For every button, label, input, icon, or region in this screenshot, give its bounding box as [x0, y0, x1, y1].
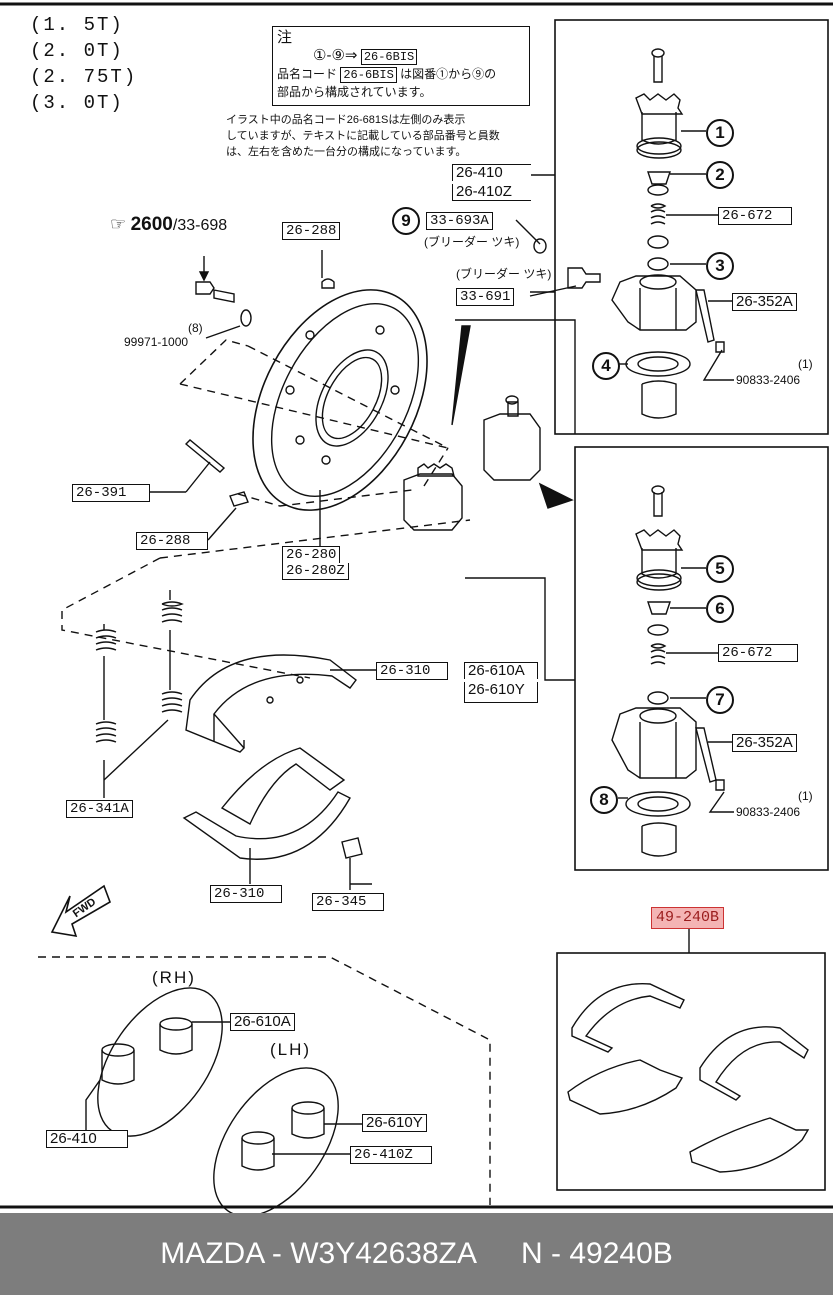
part-label-26-280z[interactable]: 26-280Z	[282, 563, 349, 580]
bleeder-note-1: (ブリーダー ツキ)	[424, 235, 520, 249]
detail-box-shoe-kit	[556, 952, 826, 1191]
part-label-26-410-rh[interactable]: 26-410	[46, 1130, 128, 1148]
bleeder-note-2: (ブリーダー ツキ)	[456, 267, 552, 281]
adjuster-clip	[341, 837, 363, 890]
note-refs: ①-⑨⇒	[313, 47, 358, 64]
tonnage-item: (2. 0T)	[30, 40, 124, 62]
part-label-26-410[interactable]: 26-410	[452, 164, 531, 181]
note-title: 注	[277, 29, 293, 46]
footer-part-number: N - 49240B	[521, 1237, 673, 1270]
pointing-hand-icon: ☞	[110, 214, 127, 234]
tonnage-item: (1. 5T)	[30, 14, 124, 36]
note-line2-prefix: 品名コード	[277, 67, 338, 81]
brake-shoe-lower	[182, 747, 351, 884]
note-line3: 部品から構成されています。	[277, 85, 432, 99]
note-code-1: 26-6BIS	[360, 49, 418, 65]
quantity-1-mid: (1)	[798, 789, 813, 803]
part-label-26-610a-rh[interactable]: 26-610A	[230, 1013, 295, 1031]
backing-plate	[252, 250, 428, 511]
part-label-26-352a[interactable]: 26-352A	[732, 293, 797, 311]
part-label-26-352a-mid[interactable]: 26-352A	[732, 734, 797, 752]
tonnage-list: (1. 5T) (2. 0T) (2. 75T) (3. 0T)	[30, 12, 137, 116]
part-label-33-693a[interactable]: 33-693A	[426, 212, 493, 230]
dashed-assembly-guides	[38, 339, 491, 1205]
fwd-arrow	[50, 884, 111, 938]
callout-4: 4	[592, 352, 620, 380]
note-line2-suffix: は図番①から⑨の	[400, 67, 497, 81]
section-reference[interactable]: ☞ 2600/33-698	[110, 214, 228, 235]
tonnage-item: (2. 75T)	[30, 66, 138, 88]
part-label-26-610y-lh[interactable]: 26-610Y	[362, 1114, 427, 1132]
note-sub-line: は、左右を含めた一台分の構成になっています。	[226, 146, 467, 158]
footer-model-code: MAZDA - W3Y42638ZA	[160, 1237, 477, 1270]
part-label-26-341a[interactable]: 26-341A	[66, 800, 133, 818]
part-label-26-672-mid[interactable]: 26-672	[718, 644, 798, 662]
note-sub-line: イラスト中の品名コード26-681Sは左側のみ表示	[226, 114, 466, 126]
part-label-26-410z-lh[interactable]: 26-410Z	[350, 1146, 432, 1164]
wheel-cylinder-small	[403, 395, 541, 531]
part-label-26-288-lower[interactable]: 26-288	[136, 532, 208, 550]
quantity-1: (1)	[798, 357, 813, 371]
tonnage-item: (3. 0T)	[30, 92, 124, 114]
section-ref-bold: 2600	[130, 214, 173, 235]
detail-box-mid	[574, 446, 829, 871]
part-label-26-288[interactable]: 26-288	[282, 222, 341, 240]
part-label-49-240b-highlighted[interactable]: 49-240B	[651, 907, 725, 929]
lh-group	[213, 1067, 362, 1213]
footer-bar: MAZDA - W3Y42638ZA N - 49240B	[0, 1213, 833, 1295]
rh-caption: (RH)	[152, 968, 196, 987]
callout-3: 3	[706, 252, 734, 280]
note-code-2: 26-6BIS	[340, 67, 397, 83]
shoe-kit-illustration	[567, 983, 810, 1173]
part-label-33-691[interactable]: 33-691	[456, 288, 515, 306]
brake-shoe-upper	[185, 654, 376, 753]
callout-9: 9	[392, 207, 420, 235]
note-box: 注 ①-⑨⇒ 26-6BIS 品名コード 26-6BIS は図番①から⑨の 部品…	[272, 26, 530, 106]
part-number-90833-2406-mid[interactable]: 90833-2406	[736, 805, 801, 819]
callout-2: 2	[706, 161, 734, 189]
callout-5: 5	[706, 555, 734, 583]
lh-caption: (LH)	[270, 1040, 312, 1059]
part-label-26-310[interactable]: 26-310	[376, 662, 448, 680]
part-label-26-610y[interactable]: 26-610Y	[464, 682, 538, 703]
part-label-26-391[interactable]: 26-391	[72, 484, 150, 502]
wheel-cylinder-exploded-top	[567, 48, 734, 419]
part-number-99971-1000[interactable]: 99971-1000	[124, 335, 189, 349]
detail-box-top	[554, 19, 829, 435]
part-label-26-280[interactable]: 26-280	[282, 546, 341, 563]
part-label-26-410z[interactable]: 26-410Z	[452, 184, 531, 201]
part-label-26-610a[interactable]: 26-610A	[464, 662, 538, 679]
callout-8: 8	[590, 786, 618, 814]
return-springs	[95, 590, 184, 798]
part-label-26-672[interactable]: 26-672	[718, 207, 792, 225]
bolt-and-washer	[195, 256, 252, 339]
note-sub-line: していますが、テキストに記載している部品番号と員数	[226, 130, 500, 142]
quantity-8: (8)	[188, 321, 203, 335]
note-subtext: イラスト中の品名コード26-681Sは左側のみ表示 していますが、テキストに記載…	[226, 112, 556, 160]
wheel-cylinder-exploded-mid	[611, 485, 734, 857]
callout-6: 6	[706, 595, 734, 623]
section-ref-rest: /33-698	[172, 217, 228, 234]
exploded-parts-diagram	[0, 2, 833, 1213]
part-label-26-345[interactable]: 26-345	[312, 893, 384, 911]
part-number-90833-2406[interactable]: 90833-2406	[736, 373, 801, 387]
callout-7: 7	[706, 686, 734, 714]
callout-1: 1	[706, 119, 734, 147]
part-label-26-310-lower[interactable]: 26-310	[210, 885, 282, 903]
